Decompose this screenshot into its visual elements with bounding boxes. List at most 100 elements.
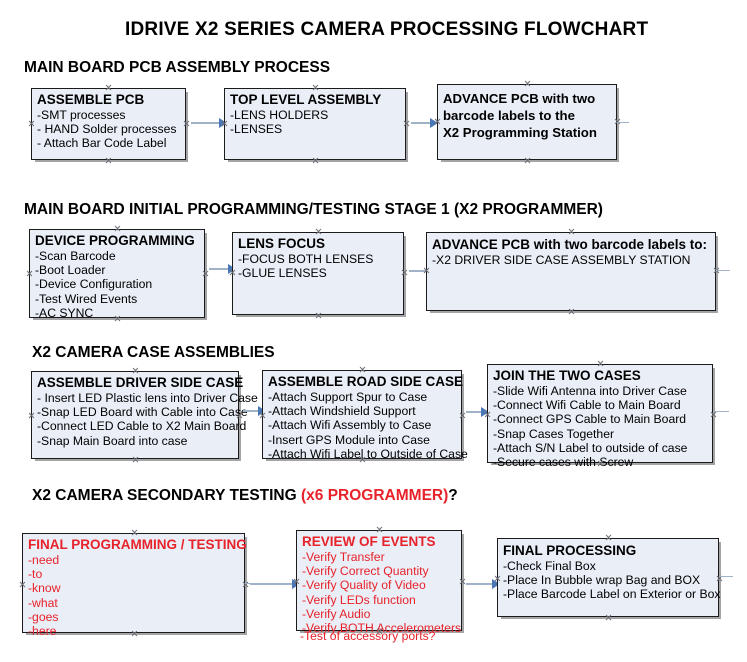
box-line: -Scan Barcode <box>35 249 116 263</box>
process-box-assemble-driver-side-case[interactable]: ASSEMBLE DRIVER SIDE CASE - Insert LED P… <box>28 371 258 459</box>
section-heading-1: MAIN BOARD PCB ASSEMBLY PROCESS <box>24 59 331 76</box>
connector-handle-top[interactable] <box>312 84 319 91</box>
connector-handle-top[interactable] <box>114 225 121 232</box>
process-box-review-of-events[interactable]: REVIEW OF EVENTS -Verify Transfer -Verif… <box>296 530 462 643</box>
process-box-device-programming[interactable]: DEVICE PROGRAMMING -Scan Barcode -Boot L… <box>26 229 205 320</box>
connector-handle-top[interactable] <box>359 366 366 373</box>
box-line: -Attach S/N Label to outside of case <box>493 440 688 455</box>
box-line: -Slide Wifi Antenna into Driver Case <box>493 384 687 398</box>
box-title: TOP LEVEL ASSEMBLY <box>230 92 382 107</box>
section-heading-4: X2 CAMERA SECONDARY TESTING (x6 PROGRAMM… <box>32 487 458 505</box>
connector-handle-top[interactable] <box>376 526 383 533</box>
box-line: -Verify Transfer <box>302 550 385 564</box>
box-title: FINAL PROCESSING <box>503 543 637 558</box>
box-line: -Verify Audio <box>302 606 371 621</box>
box-line: -LENS HOLDERS <box>230 108 329 122</box>
box-line: -AC SYNC <box>35 305 94 320</box>
connector-handle-top[interactable] <box>131 529 138 536</box>
connector-stub-row4a <box>245 583 255 584</box>
box-line: -Verify Quality of Video <box>302 578 426 593</box>
box-line: -need <box>28 553 60 567</box>
connector-handle-bottom[interactable] <box>605 614 612 621</box>
box-line: -Attach Windshield Support <box>268 404 416 419</box>
box-title: FINAL PROGRAMMING / TESTING <box>28 537 247 552</box>
arrow-line-1a <box>191 122 222 124</box>
process-box-lens-focus[interactable]: LENS FOCUS -FOCUS BOTH LENSES -GLUE LENS… <box>232 232 404 315</box>
box-line: -FOCUS BOTH LENSES <box>238 252 374 266</box>
process-box-assemble-road-side-case[interactable]: ASSEMBLE ROAD SIDE CASE -Attach Support … <box>262 370 468 461</box>
process-box-advance-pcb-1[interactable]: ADVANCE PCB with two barcode labels to t… <box>437 84 617 160</box>
process-box-top-level-assembly[interactable]: TOP LEVEL ASSEMBLY -LENS HOLDERS -LENSES <box>224 88 406 160</box>
box-title: ADVANCE PCB with two barcode labels to: <box>432 237 708 252</box>
box-line: -Device Configuration <box>35 277 153 292</box>
connector-handle-left[interactable] <box>26 270 33 277</box>
box-title: ASSEMBLE PCB <box>37 92 145 107</box>
connector-handle-right[interactable] <box>459 412 466 419</box>
box-line: -Connect Wifi Cable to Main Board <box>493 398 681 413</box>
connector-handle-right[interactable] <box>401 269 408 276</box>
box-line: -Place Barcode Label on Exterior or Box <box>503 587 721 602</box>
box-line: -LENSES <box>230 122 283 137</box>
box-title: REVIEW OF EVENTS <box>302 534 436 549</box>
process-box-final-programming-testing[interactable]: FINAL PROGRAMMING / TESTING -need -to -k… <box>19 533 247 638</box>
connector-handle-right[interactable] <box>183 120 190 127</box>
connector-handle-top[interactable] <box>524 80 531 87</box>
connector-handle-left[interactable] <box>19 581 26 588</box>
connector-handle-bottom[interactable] <box>568 308 575 315</box>
process-box-final-processing[interactable]: FINAL PROCESSING -Check Final Box -Place… <box>497 538 721 617</box>
connector-handle-top[interactable] <box>132 367 139 374</box>
box-overflow-line: -Test of accessory ports? <box>300 629 436 643</box>
box-line: barcode labels to the <box>443 108 575 123</box>
connector-handle-right[interactable] <box>710 411 717 418</box>
box-line: -Insert GPS Module into Case <box>268 432 430 447</box>
box-line: -Verify LEDs function <box>302 592 416 607</box>
box-line: - HAND Solder processes <box>37 122 177 137</box>
box-title: ASSEMBLE ROAD SIDE CASE <box>268 374 464 389</box>
arrow-line-4a <box>250 583 295 585</box>
box-title: DEVICE PROGRAMMING <box>35 233 195 248</box>
connector-handle-top[interactable] <box>597 360 604 367</box>
box-line: -Snap Main Board into case <box>37 433 188 448</box>
box-line: -Place In Bubble wrap Bag and BOX <box>503 573 701 588</box>
process-box-assemble-pcb[interactable]: ASSEMBLE PCB -SMT processes - HAND Solde… <box>31 88 186 160</box>
connector-handle-right[interactable] <box>403 120 410 127</box>
box-line: -Attach Wifi Assembly to Case <box>268 418 432 433</box>
connector-handle-right[interactable] <box>202 270 209 277</box>
box-line: -Check Final Box <box>503 559 596 573</box>
box-line: X2 Programming Station <box>443 125 597 140</box>
connector-handle-bottom[interactable] <box>524 157 531 164</box>
arrow-line-3a <box>243 410 261 412</box>
connector-handle-left[interactable] <box>28 120 35 127</box>
arrow-line-3b <box>466 411 484 413</box>
arrow-line-4b <box>466 583 495 585</box>
box-line: -Boot Loader <box>35 263 106 278</box>
arrow-head-3b <box>481 407 489 417</box>
connector-handle-top[interactable] <box>568 228 575 235</box>
section-heading-4-main: X2 CAMERA SECONDARY TESTING <box>32 487 301 504</box>
box-line: -Secure cases with Screw <box>493 455 634 470</box>
process-box-advance-pcb-2[interactable]: ADVANCE PCB with two barcode labels to: … <box>426 232 716 311</box>
connector-stub-row2 <box>716 270 730 271</box>
connector-handle-bottom[interactable] <box>105 157 112 164</box>
box-line: -Connect GPS Cable to Main Board <box>493 412 687 427</box>
box-line: -what <box>28 595 58 610</box>
box-line: -Connect LED Cable to X2 Main Board <box>37 419 247 434</box>
process-box-join-the-two-cases[interactable]: JOIN THE TWO CASES -Slide Wifi Antenna i… <box>487 364 713 469</box>
page-title: IDRIVE X2 SERIES CAMERA PROCESSING FLOWC… <box>125 19 649 40</box>
connector-handle-bottom[interactable] <box>315 312 322 319</box>
connector-handle-bottom[interactable] <box>132 456 139 463</box>
connector-handle-top[interactable] <box>605 534 612 541</box>
box-line: -to <box>28 567 43 582</box>
box-line: - Insert LED Plastic lens into Driver Ca… <box>37 391 258 405</box>
box-title: JOIN THE TWO CASES <box>493 368 641 383</box>
arrow-line-1b <box>411 122 433 124</box>
box-line: -know <box>28 581 61 596</box>
box-line: -X2 DRIVER SIDE CASE ASSEMBLY STATION <box>432 253 691 267</box>
connector-handle-top[interactable] <box>105 84 112 91</box>
connector-handle-left[interactable] <box>28 412 35 419</box>
connector-handle-right[interactable] <box>459 578 466 585</box>
box-line: -SMT processes <box>37 108 126 122</box>
arrow-line-2b <box>409 270 433 272</box>
connector-handle-bottom[interactable] <box>312 157 319 164</box>
connector-handle-top[interactable] <box>315 228 322 235</box>
